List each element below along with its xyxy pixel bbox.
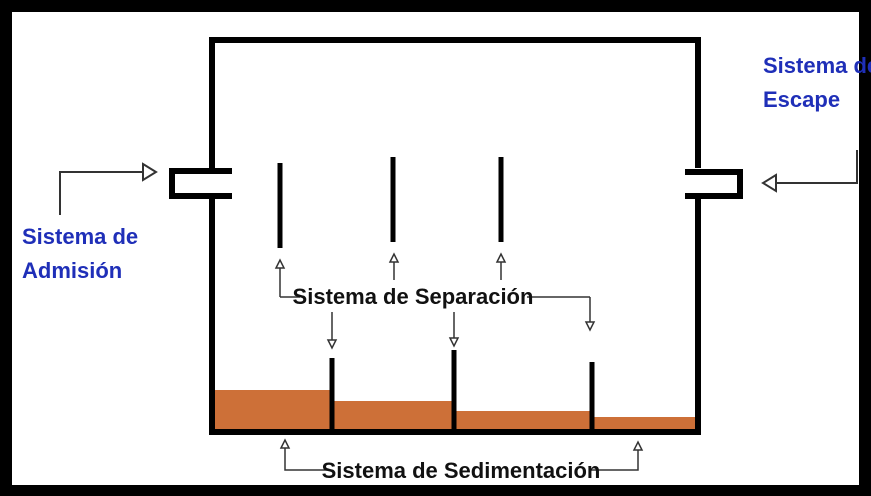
sediment-layer-1	[214, 390, 330, 430]
inlet-pipe	[169, 168, 232, 199]
intake-label-line2: Admisión	[22, 258, 122, 283]
exhaust-label-line1: Sistema de	[763, 53, 871, 78]
arrow-icon	[279, 438, 291, 449]
exhaust-label-line2: Escape	[763, 87, 840, 112]
sediment-layer-3	[456, 411, 590, 430]
separation-label: Sistema de Separación	[293, 284, 534, 309]
sediment-layer-2	[334, 401, 452, 430]
arrow-icon	[326, 339, 338, 350]
exhaust-leader	[761, 150, 858, 193]
intake-leader	[59, 162, 158, 215]
arrow-icon	[142, 162, 158, 182]
arrow-icon	[274, 258, 286, 269]
separation-leaders	[274, 252, 596, 350]
lower-weirs	[329, 350, 595, 432]
intake-label-line1: Sistema de	[22, 224, 138, 249]
outlet-pipe	[685, 169, 743, 199]
sedimentation-leaders	[279, 438, 644, 471]
arrow-icon	[388, 252, 400, 263]
arrow-icon	[448, 337, 460, 348]
arrow-icon	[495, 252, 507, 263]
sediment-layers	[214, 390, 698, 430]
arrow-icon	[761, 173, 777, 193]
sedimentation-label: Sistema de Sedimentación	[322, 458, 601, 483]
arrow-icon	[632, 440, 644, 451]
arrow-icon	[584, 321, 596, 332]
upper-baffles	[277, 157, 504, 248]
sediment-layer-4	[594, 417, 698, 430]
tank-top-wall	[209, 37, 701, 168]
